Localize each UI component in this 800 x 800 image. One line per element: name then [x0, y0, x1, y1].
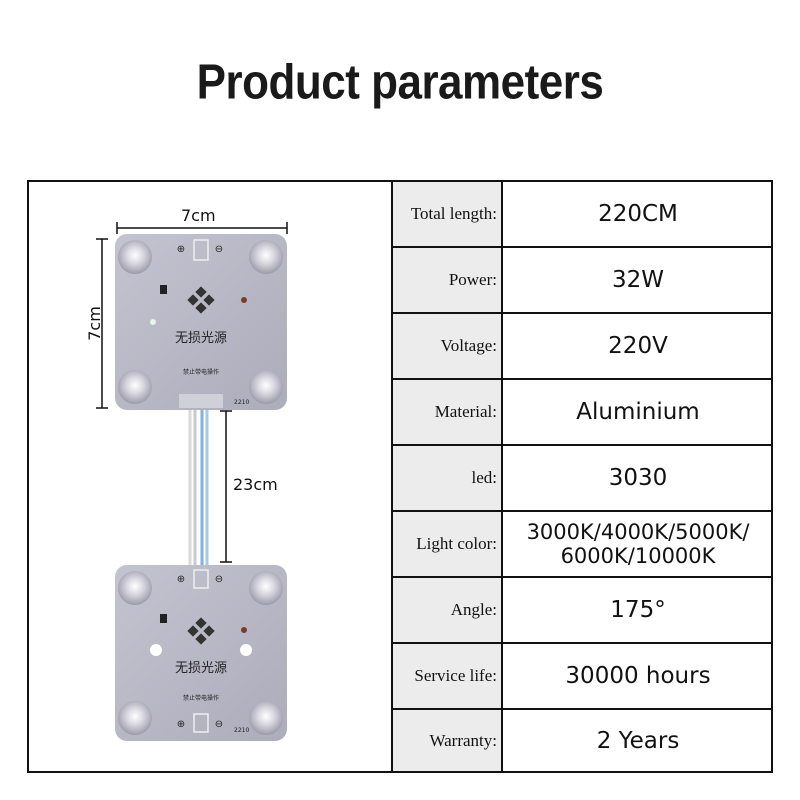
- spec-label: Warranty:: [393, 710, 503, 771]
- svg-text:⊖: ⊖: [215, 574, 223, 585]
- spec-value: 220CM: [598, 201, 678, 227]
- height-label: 7cm: [84, 306, 104, 341]
- svg-text:⊖: ⊖: [215, 719, 223, 730]
- spec-label: Voltage:: [393, 314, 503, 378]
- spec-label: Total length:: [393, 182, 503, 246]
- spec-value: 2 Years: [596, 727, 680, 754]
- svg-text:⊕: ⊕: [177, 244, 185, 255]
- led-board-top: 无损光源 禁止带电操作 2210 ⊕ ⊖: [115, 234, 287, 410]
- spec-value: Aluminium: [576, 399, 700, 425]
- board-model-code: 2210: [234, 727, 249, 734]
- spec-value: 3030: [608, 465, 668, 491]
- spec-table: Total length: 220CM Power: 32W Voltage: …: [391, 182, 773, 771]
- spec-row-angle: Angle: 175°: [393, 578, 773, 644]
- spec-value: 30000 hours: [565, 663, 711, 689]
- spec-label: Power:: [393, 248, 503, 312]
- board-brand-text: 无损光源: [175, 661, 227, 676]
- spec-value: 175°: [610, 597, 666, 623]
- svg-text:⊖: ⊖: [215, 244, 223, 255]
- svg-text:⊕: ⊕: [177, 719, 185, 730]
- board-warning-text: 禁止带电操作: [183, 368, 219, 376]
- wire-dimension: [220, 410, 232, 563]
- spec-row-material: Material: Aluminium: [393, 380, 773, 446]
- spec-value: 220V: [608, 333, 668, 359]
- spec-row-voltage: Voltage: 220V: [393, 314, 773, 380]
- spec-label: Service life:: [393, 644, 503, 708]
- board-model-code: 2210: [234, 399, 249, 406]
- width-dimension: [116, 222, 288, 234]
- page-title: Product parameters: [196, 55, 604, 110]
- spec-row-led: led: 3030: [393, 446, 773, 512]
- spec-value: 3000K/4000K/5000K/ 6000K/10000K: [526, 520, 750, 568]
- spec-label: Angle:: [393, 578, 503, 642]
- svg-text:⊕: ⊕: [177, 574, 185, 585]
- led-module-drawing: 无损光源 禁止带电操作 2210 ⊕ ⊖: [96, 222, 288, 741]
- connecting-wires: [188, 394, 209, 574]
- board-warning-text: 禁止带电操作: [183, 694, 219, 702]
- height-dimension: [96, 238, 108, 409]
- board-brand-text: 无损光源: [175, 331, 227, 346]
- spec-row-service-life: Service life: 30000 hours: [393, 644, 773, 710]
- spec-label: Material:: [393, 380, 503, 444]
- spec-row-light-color: Light color: 3000K/4000K/5000K/ 6000K/10…: [393, 512, 773, 578]
- spec-label: led:: [393, 446, 503, 510]
- spec-row-power: Power: 32W: [393, 248, 773, 314]
- width-label: 7cm: [181, 206, 216, 225]
- spec-row-warranty: Warranty: 2 Years: [393, 710, 773, 771]
- wire-length-label: 23cm: [233, 475, 278, 494]
- spec-row-total-length: Total length: 220CM: [393, 182, 773, 248]
- parameters-frame: 无损光源 禁止带电操作 2210 ⊕ ⊖: [27, 180, 773, 773]
- product-illustration: 无损光源 禁止带电操作 2210 ⊕ ⊖: [29, 182, 391, 771]
- spec-label: Light color:: [393, 512, 503, 576]
- led-board-bottom: 无损光源 禁止带电操作 2210 ⊕ ⊖ ⊕ ⊖: [115, 565, 287, 741]
- spec-value: 32W: [611, 267, 664, 293]
